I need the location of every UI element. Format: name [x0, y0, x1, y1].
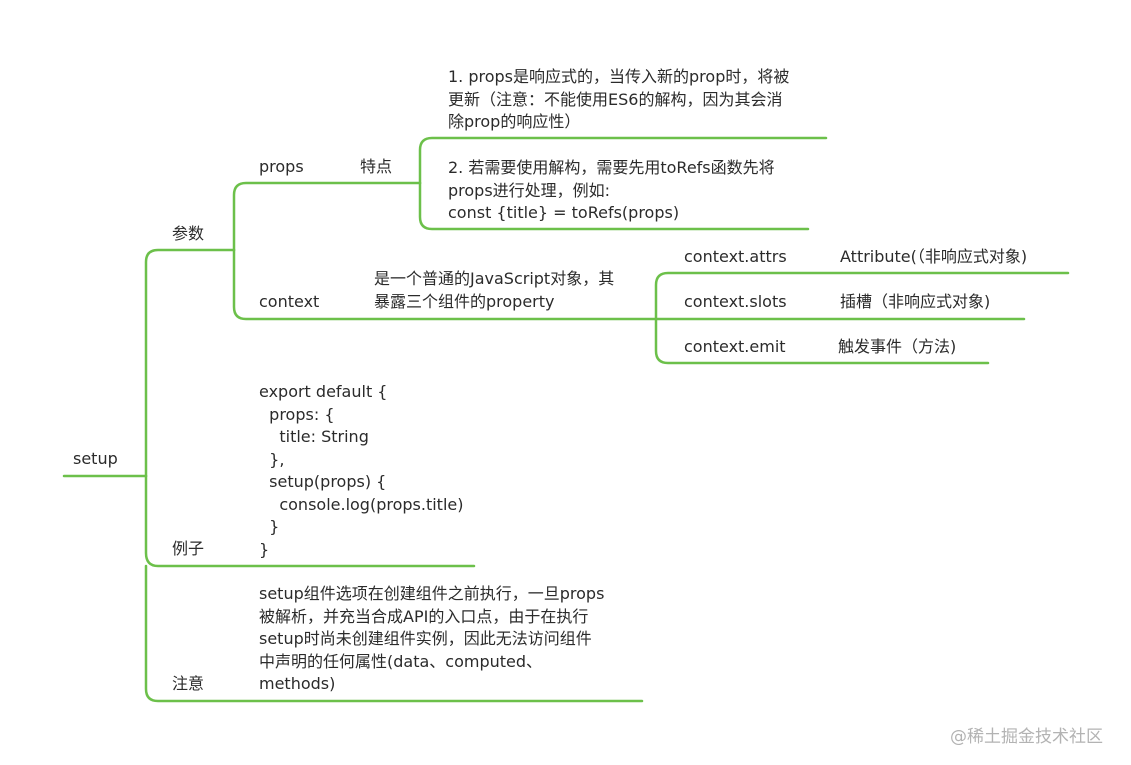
example-code: export default { props: { title: String …: [259, 382, 464, 559]
edge-context-to-attrs: [654, 271, 1070, 321]
node-context: context: [259, 292, 320, 311]
watermark: @稀土掘金技术社区: [950, 727, 1103, 747]
notice-text: setup组件选项在创建组件之前执行，一旦props 被解析，并充当合成API的…: [259, 584, 605, 693]
node-props: props: [259, 157, 304, 176]
edge-root-to-example: [144, 474, 476, 568]
edge-params-to-props: [232, 181, 422, 252]
edge-feature-to-note2: [418, 181, 810, 231]
context-item-emit-name: context.emit: [684, 337, 786, 356]
context-item-attrs-name: context.attrs: [684, 247, 787, 266]
edge-root-to-notice: [144, 564, 644, 703]
branch-notice: 注意: [172, 674, 205, 693]
context-description: 是一个普通的JavaScript对象，其 暴露三个组件的property: [374, 269, 615, 311]
feature-note-2: 2. 若需要使用解构，需要先用toRefs函数先将 props进行处理，例如: …: [448, 158, 775, 222]
context-item-emit-desc: 触发事件（方法): [838, 337, 957, 356]
node-feature: 特点: [360, 157, 393, 176]
context-item-attrs-desc: Attribute(（非响应式对象): [840, 247, 1028, 266]
context-item-slots-name: context.slots: [684, 292, 787, 311]
root-node-setup: setup: [73, 449, 118, 468]
branch-example: 例子: [172, 539, 205, 558]
edge-params-to-context: [232, 248, 658, 321]
branch-params: 参数: [172, 224, 205, 243]
edge-context-to-emit: [654, 317, 990, 365]
context-item-slots-desc: 插槽（非响应式对象): [840, 292, 991, 311]
feature-note-1: 1. props是响应式的，当传入新的prop时，将被 更新（注意：不能使用ES…: [448, 67, 790, 131]
edge-root-trunk: [144, 248, 236, 478]
edge-feature-to-note1: [418, 136, 828, 185]
